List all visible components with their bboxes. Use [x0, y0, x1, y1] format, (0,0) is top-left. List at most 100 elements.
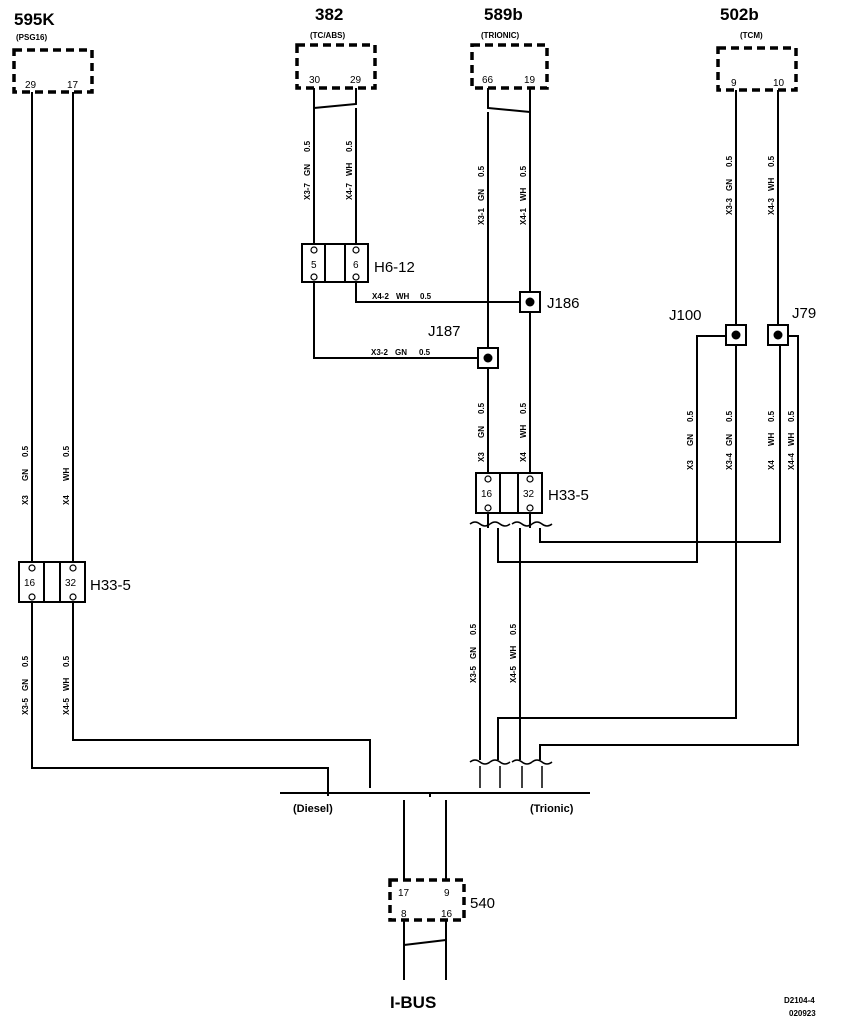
component-540-label: 540: [470, 895, 495, 912]
wire-label-part: X4-7: [345, 183, 354, 200]
component-540-pin-9: 9: [444, 888, 450, 899]
wire-label-part: GN: [21, 469, 30, 481]
wire-label-part: GN: [303, 164, 312, 176]
wire-label-589b-gn: X3-1GN0.5: [477, 165, 486, 225]
wire-label-part: GN: [725, 434, 734, 446]
wire-label-part: 0.5: [345, 140, 354, 152]
wire-label-part: X4: [62, 495, 71, 505]
wire-label-part: X3-2: [371, 348, 388, 357]
wire-label-j100-out: X3 GN 0.5: [686, 410, 695, 470]
wire-label-part: 0.5: [469, 623, 478, 635]
wire-label-part: WH: [62, 677, 71, 691]
wires: [31, 88, 799, 980]
component-595k-box: [12, 48, 94, 94]
wire-589b-cross: [487, 88, 531, 113]
junction-j79-label: J79: [792, 305, 816, 322]
wire-label-part: GN: [477, 189, 486, 201]
component-595k-pin-17: 17: [67, 80, 79, 91]
component-382-id: 382: [315, 5, 343, 24]
bus-label-ibus: I-BUS: [390, 993, 436, 1012]
component-502b-pin-9: 9: [731, 78, 737, 89]
wire-label-part: X3: [686, 460, 695, 470]
wire-label-part: 0.5: [767, 410, 776, 422]
component-595k-pin-29: 29: [25, 80, 37, 91]
wire-label-mid-gn-mid: X3GN0.5: [477, 402, 486, 462]
component-382-pin-30: 30: [309, 75, 321, 86]
wire-label-part: 0.5: [21, 445, 30, 457]
connector-h6-12-label: H6-12: [374, 259, 415, 276]
component-502b-pin-10: 10: [773, 78, 785, 89]
component-595k-id: 595K: [14, 10, 55, 29]
wire-label-part: X4-4: [787, 453, 796, 470]
connector-h33-5-left-pin-16: 16: [24, 578, 36, 589]
junction-j187-label: J187: [428, 323, 461, 340]
wire-label-part: X4: [519, 452, 528, 462]
wire-label-part: GN: [469, 647, 478, 659]
wire-label-part: WH: [396, 292, 410, 301]
wire-label-part: X3-4: [725, 453, 734, 470]
connector-h33-5-left-label: H33-5: [90, 577, 131, 594]
component-540-pin-17: 17: [398, 888, 410, 899]
connector-h33-5-left: 16 32 H33-5: [18, 561, 131, 603]
wire-label-part: GN: [725, 179, 734, 191]
bus-label-diesel: (Diesel): [293, 803, 333, 815]
wire-label-mid-wh-low: X4-5WH0.5: [509, 623, 518, 683]
wire-label-part: 0.5: [477, 402, 486, 414]
wire-label-part: X4: [767, 460, 776, 470]
connector-h33-5-mid-label: H33-5: [548, 487, 589, 504]
component-502b-id: 502b: [720, 5, 759, 24]
wire-label-502b-wh: X4-3WH0.5: [767, 155, 776, 215]
component-502b-box: [716, 46, 798, 92]
footer-code: D2104-4: [784, 996, 815, 1005]
wire-label-part: 0.5: [21, 655, 30, 667]
component-540-box: [388, 878, 466, 922]
connector-h6-12-pin-5: 5: [311, 260, 317, 271]
wire-label-part: 0.5: [62, 445, 71, 457]
component-589b-pin-19: 19: [524, 75, 536, 86]
wire-label-part: GN: [686, 434, 695, 446]
wire-label-part: X4-3: [767, 198, 776, 215]
bus-label-trionic: (Trionic): [530, 803, 574, 815]
connector-h33-5-mid-pin-32: 32: [523, 489, 535, 500]
component-589b-pin-66: 66: [482, 75, 494, 86]
wire-label-mid-gn-low: X3-5GN0.5: [469, 623, 478, 683]
component-502b: 502b (TCM) 9 10: [716, 5, 798, 92]
wire-label-part: X3: [477, 452, 486, 462]
wire-label-j79-out: X4 WH 0.5: [767, 410, 776, 470]
wire-label-382-wh: X4-7 WH 0.5: [345, 140, 354, 200]
junction-j186-label: J186: [547, 295, 580, 312]
wire-labels: X3-7GN0.5 X4-7WH0.5 X3-1GN0.5 X4-1WH0.5 …: [21, 140, 796, 715]
wire-label-part: X3-1: [477, 208, 486, 225]
component-540-pin-16: 16: [441, 909, 453, 920]
component-382-box: [295, 43, 377, 90]
wire-label-part: WH: [767, 432, 776, 446]
wire-label-part: 0.5: [767, 155, 776, 167]
wire-label-502b-gn: X3-3GN0.5: [725, 155, 734, 215]
wire-label-595k-wh: X4WH0.5: [62, 445, 71, 505]
component-540-pin-8: 8: [401, 909, 407, 920]
junction-j79: J79: [767, 305, 816, 346]
wire-label-part: X4-2: [372, 292, 389, 301]
wire-label-part: WH: [787, 432, 796, 446]
wire-label-part: WH: [509, 645, 518, 659]
wire-label-part: X4-5: [509, 666, 518, 683]
wire-label-part: 0.5: [303, 140, 312, 152]
wire-label-part: 0.5: [686, 410, 695, 422]
component-589b-box: [470, 43, 549, 90]
wire-j100-return: [497, 335, 728, 563]
wire-label-595k-gn: X3 GN 0.5: [21, 445, 30, 505]
connector-h6-12: 5 6 H6-12: [301, 243, 415, 283]
junction-j100: J100: [669, 307, 747, 346]
wire-label-part: X3: [21, 495, 30, 505]
wire-540-cross: [403, 939, 447, 946]
wire-label-part: WH: [345, 162, 354, 176]
component-382-subtitle: (TC/ABS): [310, 31, 345, 40]
wire-label-part: 0.5: [419, 348, 431, 357]
wire-label-part: 0.5: [519, 165, 528, 177]
wire-label-part: 0.5: [519, 402, 528, 414]
junction-j100-label: J100: [669, 307, 702, 324]
wire-label-part: 0.5: [725, 155, 734, 167]
wire-label-left-wh-low: X4-5WH0.5: [62, 655, 71, 715]
